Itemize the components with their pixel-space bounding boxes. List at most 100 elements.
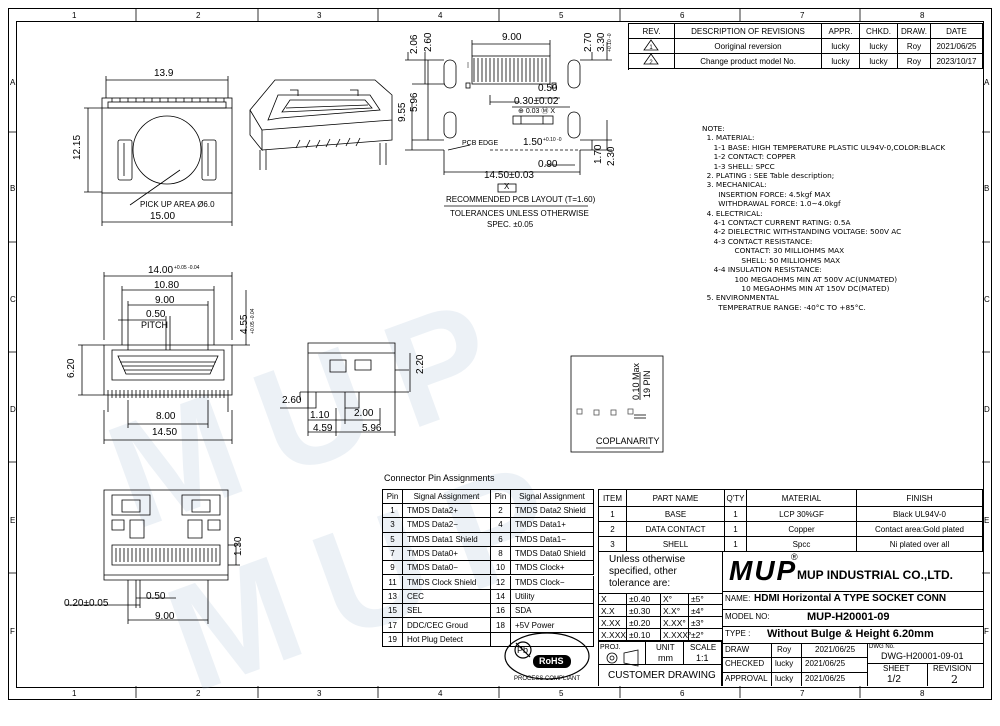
rev-2-appr: lucky <box>822 54 860 69</box>
pin-number: 4 <box>491 518 511 533</box>
rohs-label: RoHS <box>539 656 564 666</box>
dim-front-455-tol: +0.05 -0.04 <box>250 308 256 334</box>
dwg-number: DWG-H20001-09-01 <box>881 651 964 661</box>
pin-number: 6 <box>491 532 511 547</box>
dim-pcb-150-tol: +0.10 -0 <box>543 137 562 143</box>
draw-row: DRAW Roy 2021/06/25 <box>723 643 868 658</box>
dim-pcb-330: 3.30 <box>596 32 607 52</box>
part-finish: Contact area:Gold plated <box>857 522 983 537</box>
model-label: MODEL NO: <box>725 612 770 621</box>
grid-col-5: 5 <box>559 11 564 20</box>
tolerance-format: X° <box>661 593 689 605</box>
logo-reg: ® <box>791 552 798 562</box>
dim-bot-050: 0.50 <box>146 591 166 602</box>
rev-2-desc: Change product model No. <box>675 54 822 69</box>
title-block: MUP ® MUP INDUSTRIAL CO.,LTD. NAME: HDMI… <box>722 551 983 686</box>
grid-row-e: E <box>10 516 16 525</box>
checked-date: 2021/06/25 <box>805 659 846 668</box>
grid-col-4b: 4 <box>438 689 443 698</box>
pin-signal: DDC/CEC Groud <box>403 618 491 633</box>
parts-header-item: ITEM <box>599 490 627 507</box>
grid-col-3b: 3 <box>317 689 322 698</box>
pin-number: 19 <box>383 632 403 647</box>
part-qty: 1 <box>725 507 747 522</box>
pin-signal: TMDS Clock Shield <box>403 575 491 590</box>
revision-table: REV. DESCRIPTION OF REVISIONS APPR. CHKD… <box>628 23 983 70</box>
outer-border <box>8 8 992 700</box>
dim-front-1450: 14.50 <box>152 427 178 438</box>
pcb-title: RECOMMENDED PCB LAYOUT (T=1.60) <box>446 195 596 204</box>
tolerance-format: X.XXX <box>599 629 627 641</box>
dim-top-total: 15.00 <box>150 211 176 222</box>
dim-pcb-x: X <box>504 182 510 191</box>
pin-signal: SDA <box>511 604 594 619</box>
cop-label: COPLANARITY <box>596 436 660 446</box>
pcb-tol-1: TOLERANCES UNLESS OTHERWISE <box>450 209 589 218</box>
model-number: MUP-H20001-09 <box>807 611 890 623</box>
pin-number: 11 <box>383 575 403 590</box>
pin-signal: TMDS Data0 Shield <box>511 546 594 562</box>
dim-front-pitch: PITCH <box>141 320 168 330</box>
rev-2-chkd: lucky <box>860 54 898 69</box>
sheet-label: SHEET <box>883 664 910 673</box>
rev-1-desc: Ooriginal reversion <box>675 39 822 54</box>
part-name: SHELL <box>627 537 725 552</box>
drawing-geometry <box>8 8 990 698</box>
part-material: LCP 30%GF <box>747 507 857 522</box>
dwg-label: DWG No. <box>869 644 895 650</box>
grid-col-1: 1 <box>72 11 77 20</box>
dim-front-1400: 14.00 <box>148 265 174 276</box>
rohs-pb: Pb <box>517 645 529 655</box>
dim-pcb-1450: 14.50±0.03 <box>484 170 534 181</box>
tolerance-value: ±0.20 <box>627 617 661 629</box>
approval-row: APPROVAL lucky 2021/06/25 <box>723 672 868 686</box>
dim-top-height: 12.15 <box>72 134 83 160</box>
proj-cell: PROJ. <box>598 641 646 664</box>
dim-bot-020: 0.20±0.05 <box>64 598 109 609</box>
pcb-tol-2: SPEC. ±0.05 <box>487 220 534 229</box>
product-name: HDMI Horizontal A TYPE SOCKET CONN <box>754 593 947 604</box>
name-label: NAME: <box>725 594 751 603</box>
inner-border <box>16 21 984 688</box>
dim-pcb-090: 0.90 <box>538 159 558 170</box>
revision-cell: REVISION 2 <box>927 663 983 686</box>
tolerance-value: ±2° <box>689 629 723 641</box>
pin-header-sig1: Signal Assignment <box>403 490 491 504</box>
rev-header-desc: DESCRIPTION OF REVISIONS <box>675 24 822 39</box>
rev-1-draw: Roy <box>898 39 931 54</box>
dim-front-800: 8.00 <box>156 411 176 422</box>
grid-col-3: 3 <box>317 11 322 20</box>
part-material: Copper <box>747 522 857 537</box>
dim-front-620: 6.20 <box>66 358 77 378</box>
pin-number: 12 <box>491 575 511 590</box>
type-label: TYPE : <box>725 629 751 638</box>
pin-table: Pin Signal Assignment Pin Signal Assignm… <box>382 489 594 647</box>
pin-number: 18 <box>491 618 511 633</box>
dim-pcb-330-tol: +0.10 -0 <box>607 33 613 53</box>
pin-number: 9 <box>383 561 403 576</box>
logo-cell: MUP ® MUP INDUSTRIAL CO.,LTD. <box>723 551 983 592</box>
rev-1-date: 2021/06/25 <box>931 39 983 54</box>
sign-divider-2 <box>801 643 802 686</box>
rev-header-date: DATE <box>931 24 983 39</box>
company-name: MUP INDUSTRIAL CO.,LTD. <box>797 568 953 582</box>
grid-col-7b: 7 <box>800 689 805 698</box>
dim-pcb-955: 9.55 <box>397 102 408 122</box>
part-finish: Black UL94V-0 <box>857 507 983 522</box>
dwg-cell: DWG No. DWG-H20001-09-01 <box>867 643 983 664</box>
unit-label: UNIT <box>656 643 675 652</box>
type-value: Without Bulge & Height 6.20mm <box>767 628 934 640</box>
grid-row-a-r: A <box>984 78 990 87</box>
grid-row-b-r: B <box>984 184 990 193</box>
dim-pcb-900: 9.00 <box>502 32 522 43</box>
rev-2-date: 2023/10/17 <box>931 54 983 69</box>
tolerance-format: X.XX <box>599 617 627 629</box>
rev-1-chkd: lucky <box>860 39 898 54</box>
tolerance-format: X <box>599 593 627 605</box>
pin-signal: CEC <box>403 589 491 605</box>
pin-number: 1 <box>383 504 403 519</box>
rev-header-rev: REV. <box>629 24 675 39</box>
pin-number: 3 <box>383 518 403 533</box>
tolerance-value: ±0.40 <box>627 593 661 605</box>
